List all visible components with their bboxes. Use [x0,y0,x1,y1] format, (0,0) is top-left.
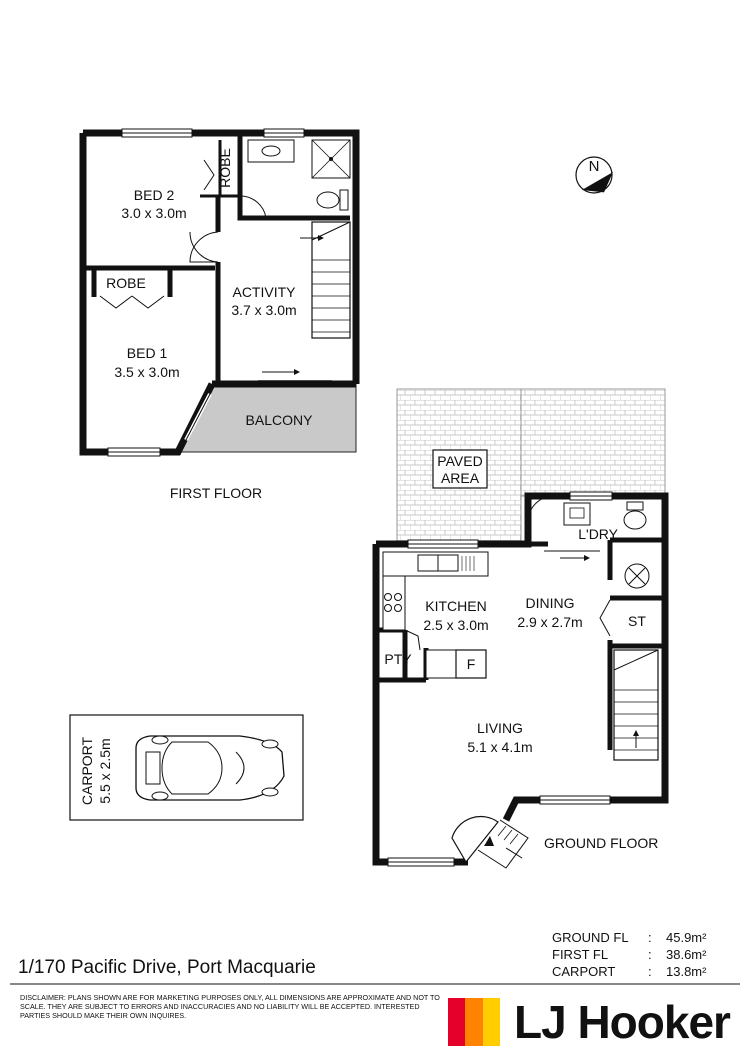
robe-top-label: ROBE [217,148,233,188]
area-name: GROUND FL [552,930,629,945]
first-floor-plan: BED 2 3.0 x 3.0m ROBE ROBE ACTIVITY 3.7 … [79,128,360,501]
dining-dims: 2.9 x 2.7m [517,614,582,630]
brand-color-bars [448,998,500,1046]
first-floor-interior-walls [83,133,350,384]
activity-dims: 3.7 x 3.0m [231,302,296,318]
ground-floor-stairs [613,649,659,761]
brand-name: LJ Hooker [514,996,731,1048]
brand-logo: LJ Hooker [448,995,731,1049]
carport-name: CARPORT [79,736,95,805]
dining-name: DINING [526,595,575,611]
area-value: 45.9m² [666,930,707,945]
kitchen-name: KITCHEN [425,598,486,614]
bed2-name: BED 2 [134,187,175,203]
disclaimer-text: DISCLAIMER: PLANS SHOWN ARE FOR MARKETIN… [20,993,440,1020]
activity-name: ACTIVITY [232,284,296,300]
area-value: 38.6m² [666,947,707,962]
balcony-label: BALCONY [246,412,314,428]
bed1-name: BED 1 [127,345,168,361]
living-dims: 5.1 x 4.1m [467,739,532,755]
bed1-dims: 3.5 x 3.0m [114,364,179,380]
carport-dims: 5.5 x 2.5m [97,738,113,803]
area-value: 13.8m² [666,964,707,979]
first-floor-stairs [300,221,351,339]
area-name: FIRST FL [552,947,609,962]
area-name: CARPORT [552,964,616,979]
area-row: GROUND FL : 45.9m² [552,930,707,945]
bed2-dims: 3.0 x 3.0m [121,205,186,221]
pantry-label: PTY [384,651,412,667]
store-label: ST [628,613,646,629]
living-name: LIVING [477,720,523,736]
area-row: FIRST FL : 38.6m² [552,947,707,962]
fridge-label: F [467,656,476,672]
north-compass-icon: N [575,156,614,194]
laundry-label: L'DRY [578,526,618,542]
car-icon [135,735,285,801]
area-summary-table: GROUND FL : 45.9m² FIRST FL : 38.6m² CAR… [552,929,706,980]
robe-bed1-label: ROBE [106,275,146,291]
paved-area-label-2: AREA [441,470,480,486]
kitchen-dims: 2.5 x 3.0m [423,617,488,633]
first-floor-title: FIRST FLOOR [170,485,262,501]
ground-floor-title: GROUND FLOOR [544,835,658,851]
ground-floor-plan: PAVED AREA [372,388,669,869]
carport-plan: CARPORT 5.5 x 2.5m [69,714,304,821]
paved-area-right [520,388,666,497]
property-address: 1/170 Pacific Drive, Port Macquarie [18,957,316,978]
entry-door [451,815,529,869]
compass-letter: N [589,158,600,175]
area-row: CARPORT : 13.8m² [552,964,707,979]
paved-area-label-1: PAVED [437,453,482,469]
